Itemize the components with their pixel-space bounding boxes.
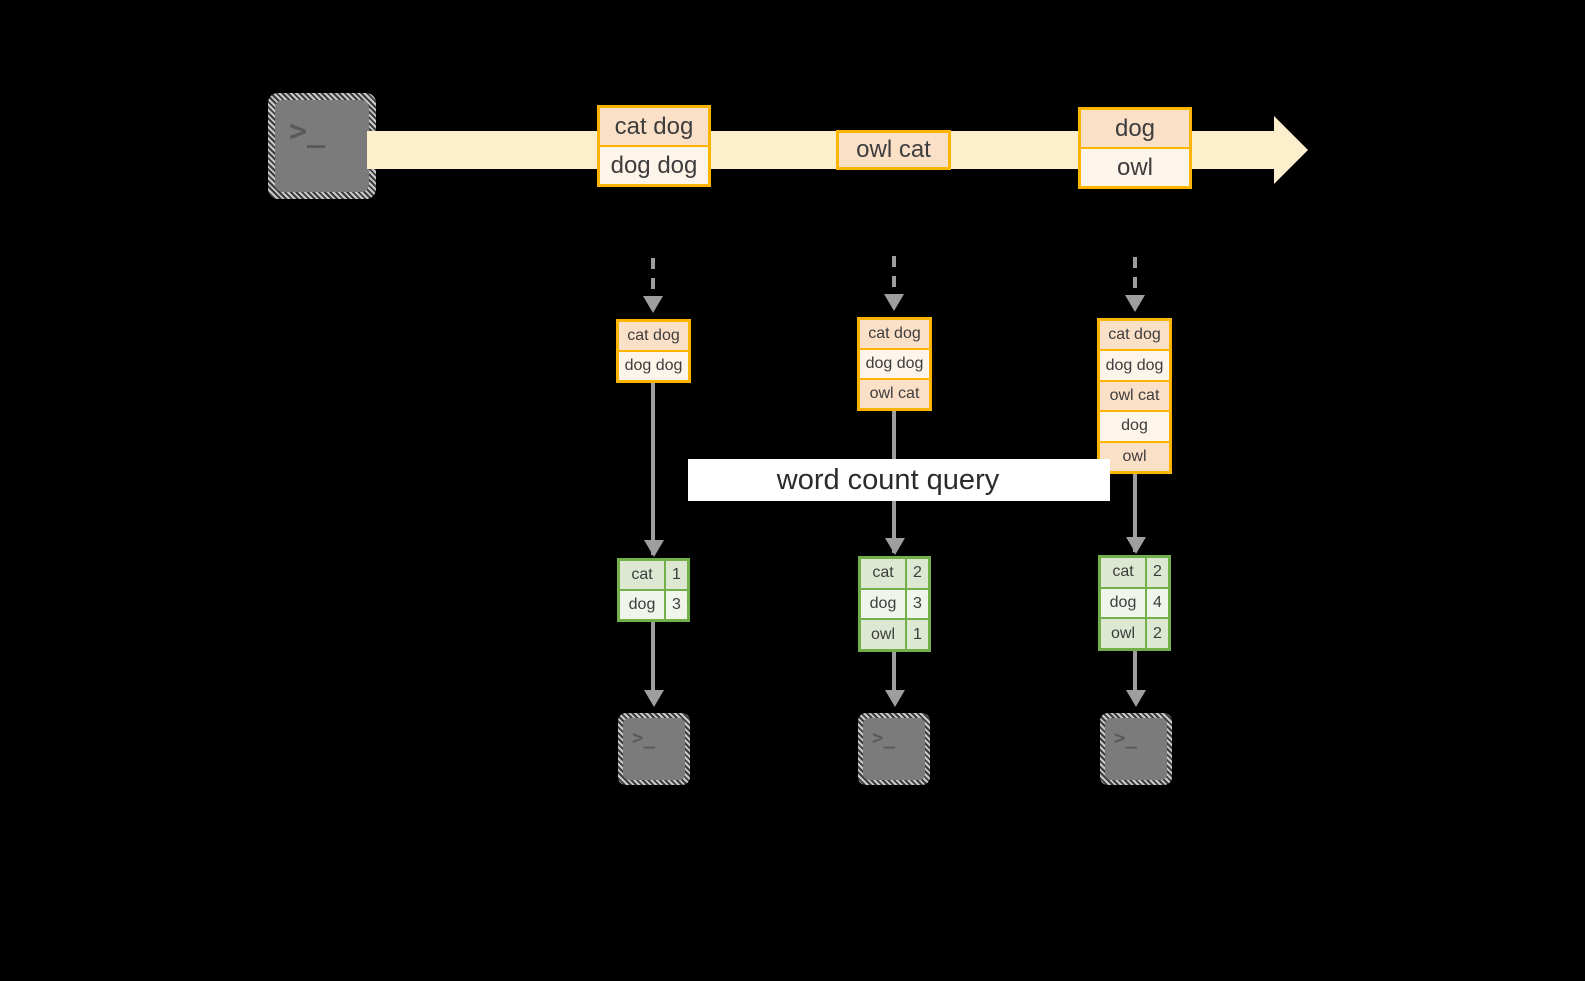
result-word: cat <box>631 566 653 583</box>
result-word: dog <box>869 595 897 612</box>
terminal-screen: >_ <box>863 718 925 780</box>
dashed-down-arrow-icon <box>892 256 896 298</box>
right-arrow-icon <box>1274 116 1308 184</box>
result-word: dog <box>1109 594 1137 611</box>
log-line: cat dog <box>1100 321 1169 350</box>
stream-message[interactable]: cat dog dog dog <box>597 105 711 187</box>
message-line: dog <box>1081 110 1189 147</box>
table-row: owl 2 <box>1101 617 1168 649</box>
table-row: dog 4 <box>1101 586 1168 618</box>
consumer-connector-arrow-icon <box>1126 690 1146 707</box>
result-table[interactable]: cat 1 dog 3 <box>617 558 690 622</box>
consumer-connector-arrow-icon <box>885 690 905 707</box>
result-table[interactable]: cat 2 dog 3 owl 1 <box>858 556 931 652</box>
log-line: dog dog <box>619 350 688 380</box>
result-count: 1 <box>664 561 687 589</box>
result-count: 2 <box>905 559 928 588</box>
terminal-prompt-glyph: >_ <box>1114 727 1137 749</box>
consumer-terminal-icon[interactable]: >_ <box>1100 713 1172 785</box>
dashed-down-arrow-head-icon <box>643 296 663 313</box>
query-connector-line <box>651 383 655 555</box>
terminal-prompt-glyph: >_ <box>632 727 655 749</box>
dashed-down-arrow-icon <box>651 258 655 300</box>
result-count: 2 <box>1145 619 1168 649</box>
dashed-down-arrow-head-icon <box>1125 295 1145 312</box>
log-line: owl cat <box>860 378 929 408</box>
result-count: 3 <box>664 591 687 619</box>
result-word: owl <box>1110 624 1135 642</box>
consumer-connector-arrow-icon <box>644 690 664 707</box>
consumer-terminal-icon[interactable]: >_ <box>858 713 930 785</box>
log-line: owl <box>1100 440 1169 472</box>
consumer-connector-line <box>1133 651 1137 697</box>
query-connector-line <box>1133 474 1137 552</box>
terminal-prompt-glyph: >_ <box>289 114 326 149</box>
query-label-band: word count query <box>688 459 1110 501</box>
result-count: 1 <box>905 620 928 650</box>
query-connector-arrow-icon <box>1126 537 1146 554</box>
log-line: cat dog <box>619 322 688 350</box>
accumulated-log[interactable]: cat dog dog dog owl cat <box>857 317 932 411</box>
message-line: cat dog <box>600 108 708 145</box>
log-line: dog <box>1100 410 1169 441</box>
result-word: owl <box>870 625 895 643</box>
query-connector-arrow-icon <box>885 538 905 555</box>
log-line: owl cat <box>1100 379 1169 411</box>
accumulated-log[interactable]: cat dog dog dog <box>616 319 691 383</box>
consumer-connector-line <box>892 652 896 697</box>
producer-terminal-icon[interactable]: >_ <box>268 93 376 199</box>
result-word: dog <box>628 596 656 613</box>
log-line: dog dog <box>1100 349 1169 380</box>
consumer-terminal-icon[interactable]: >_ <box>618 713 690 785</box>
accumulated-log[interactable]: cat dog dog dog owl cat dog owl <box>1097 318 1172 474</box>
query-connector-arrow-icon <box>644 540 664 557</box>
result-word: cat <box>872 564 894 582</box>
result-count: 4 <box>1145 588 1168 618</box>
stream-message[interactable]: owl cat <box>836 130 951 170</box>
message-line: owl <box>1081 147 1189 186</box>
table-row: cat 1 <box>620 561 687 589</box>
result-count: 2 <box>1145 558 1168 587</box>
terminal-screen: >_ <box>623 718 685 780</box>
consumer-connector-line <box>651 622 655 697</box>
table-row: cat 2 <box>861 559 928 588</box>
stream-message[interactable]: dog owl <box>1078 107 1192 189</box>
dashed-down-arrow-icon <box>1133 257 1137 299</box>
query-label: word count query <box>776 463 1000 496</box>
terminal-prompt-glyph: >_ <box>872 727 895 749</box>
dashed-down-arrow-head-icon <box>884 294 904 311</box>
table-row: dog 3 <box>861 587 928 619</box>
log-line: cat dog <box>860 320 929 348</box>
message-line: dog dog <box>600 145 708 184</box>
message-line: owl cat <box>839 133 948 167</box>
table-row: cat 2 <box>1101 558 1168 587</box>
result-count: 3 <box>905 589 928 619</box>
result-word: cat <box>1112 563 1134 581</box>
table-row: owl 1 <box>861 618 928 650</box>
terminal-screen: >_ <box>1105 718 1167 780</box>
terminal-screen: >_ <box>275 100 369 192</box>
result-table[interactable]: cat 2 dog 4 owl 2 <box>1098 555 1171 651</box>
log-line: dog dog <box>860 348 929 378</box>
table-row: dog 3 <box>620 589 687 619</box>
